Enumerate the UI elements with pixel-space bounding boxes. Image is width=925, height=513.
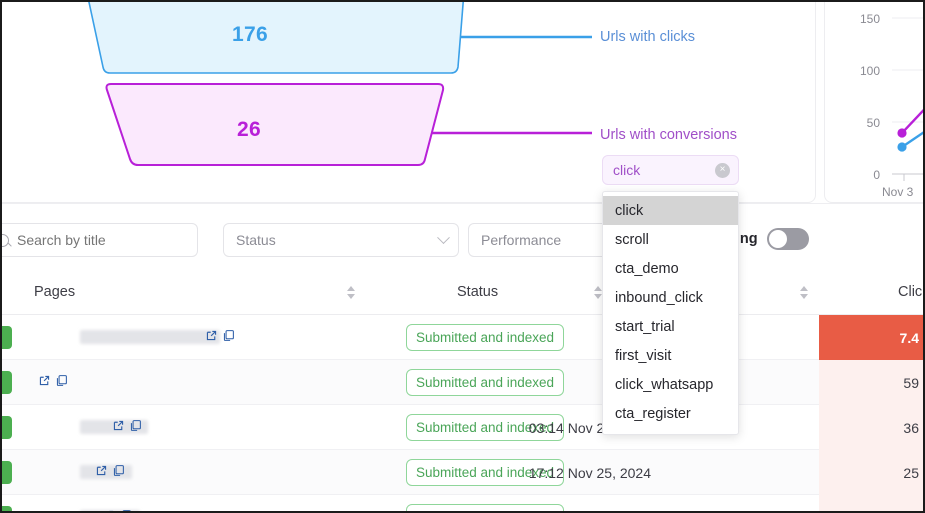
performance-filter-label: Performance <box>481 232 562 248</box>
table-row[interactable]: Submitted and indexed 2024 7.4 <box>2 315 923 360</box>
pages-table: Pages Status ime Click <box>2 269 923 513</box>
status-filter[interactable]: Status <box>223 223 459 257</box>
row-actions[interactable] <box>102 509 132 513</box>
external-link-icon[interactable] <box>205 329 218 342</box>
chevron-down-icon <box>437 230 450 244</box>
row-actions[interactable] <box>205 329 235 342</box>
funnel-stage-conversions <box>105 83 445 166</box>
row-indicator <box>2 461 12 484</box>
row-clicks: 36 <box>819 405 923 450</box>
analytics-region: 176 26 Urls with clicks Urls with conver… <box>2 2 923 435</box>
menu-item-click_whatsapp[interactable]: click_whatsapp <box>615 376 714 393</box>
menu-item-start_trial[interactable]: start_trial <box>615 318 675 335</box>
chart-ytick-100: 100 <box>859 64 880 78</box>
status-badge: Submitted and indexed <box>406 324 564 351</box>
row-actions[interactable] <box>38 374 68 387</box>
trend-chart-card <box>824 2 923 203</box>
copy-icon[interactable] <box>112 464 125 477</box>
column-header-status[interactable]: Status <box>457 284 499 300</box>
funnel-value-conversions: 26 <box>237 118 261 141</box>
row-indicator <box>2 326 12 349</box>
row-clicks: 7.4 <box>819 315 923 360</box>
external-link-icon[interactable] <box>38 374 51 387</box>
status-badge: Submitted and indexed <box>406 414 564 441</box>
copy-icon[interactable] <box>222 329 235 342</box>
chart-ytick-0: 0 <box>873 168 880 182</box>
search-input[interactable] <box>17 232 177 248</box>
row-clicks: 59 <box>819 360 923 405</box>
external-link-icon[interactable] <box>112 419 125 432</box>
sort-status-icon[interactable] <box>594 269 602 315</box>
chart-ytick-150: 150 <box>859 12 880 26</box>
table-header-row: Pages Status ime Click <box>2 269 923 315</box>
funnel-value-clicks: 176 <box>232 23 268 46</box>
clear-icon[interactable]: × <box>715 162 730 178</box>
table-row[interactable]: Submitted and indexed <box>2 495 923 513</box>
page-title-redacted <box>80 330 220 344</box>
table-row[interactable]: Submitted and indexed 2024 59 <box>2 360 923 405</box>
status-filter-label: Status <box>236 232 276 248</box>
row-clicks: 25 <box>819 450 923 495</box>
funnel-stage-clicks <box>88 2 465 74</box>
menu-item-inbound_click[interactable]: inbound_click <box>615 289 703 306</box>
search-icon <box>2 233 9 247</box>
row-indicator <box>2 371 12 394</box>
indexing-toggle[interactable] <box>766 228 809 250</box>
status-badge: Submitted and indexed <box>406 459 564 486</box>
funnel-label-conversions: Urls with conversions <box>600 127 737 143</box>
row-clicks <box>819 495 923 511</box>
tag-select-menu: click scroll cta_demo inbound_click star… <box>602 191 739 435</box>
table-row[interactable]: Submitted and indexed 03:14 Nov 27, 2024… <box>2 405 923 450</box>
trend-chart: 150 100 50 0 Nov 3 <box>824 2 923 203</box>
copy-icon[interactable] <box>119 509 132 513</box>
column-header-clicks: Click <box>898 284 923 300</box>
sort-pages-icon[interactable] <box>347 269 355 315</box>
toggle-knob <box>768 230 787 248</box>
table-row[interactable]: Submitted and indexed 17:12 Nov 25, 2024… <box>2 450 923 495</box>
row-indicator <box>2 416 12 439</box>
page-title-redacted <box>80 510 140 511</box>
row-actions[interactable] <box>112 419 142 432</box>
tag-select-control[interactable]: click × <box>602 155 739 185</box>
tag-select[interactable]: click × click scroll cta_demo inbound_cl… <box>602 155 739 435</box>
row-actions[interactable] <box>95 464 125 477</box>
tag-select-value: click <box>613 162 641 178</box>
status-badge: Submitted and indexed <box>406 369 564 396</box>
menu-item-first_visit[interactable]: first_visit <box>615 347 672 364</box>
menu-item-scroll[interactable]: scroll <box>615 231 649 248</box>
chart-ytick-50: 50 <box>866 116 880 130</box>
search-box[interactable] <box>2 223 198 257</box>
copy-icon[interactable] <box>129 419 142 432</box>
funnel-chart <box>88 2 592 166</box>
menu-item-cta_demo[interactable]: cta_demo <box>615 260 679 277</box>
chart-xtick-nov3: Nov 3 <box>882 185 914 199</box>
copy-icon[interactable] <box>55 374 68 387</box>
trend-chart-plot <box>892 17 923 181</box>
menu-item-click[interactable]: click <box>603 196 738 225</box>
menu-item-cta_register[interactable]: cta_register <box>615 405 691 422</box>
sort-time-icon[interactable] <box>800 269 808 315</box>
funnel-label-clicks: Urls with clicks <box>600 29 696 45</box>
external-link-icon[interactable] <box>102 509 115 513</box>
column-header-pages[interactable]: Pages <box>34 284 76 300</box>
row-time: 17:12 Nov 25, 2024 <box>528 464 651 481</box>
status-badge: Submitted and indexed <box>406 504 564 511</box>
row-indicator <box>2 506 12 511</box>
external-link-icon[interactable] <box>95 464 108 477</box>
